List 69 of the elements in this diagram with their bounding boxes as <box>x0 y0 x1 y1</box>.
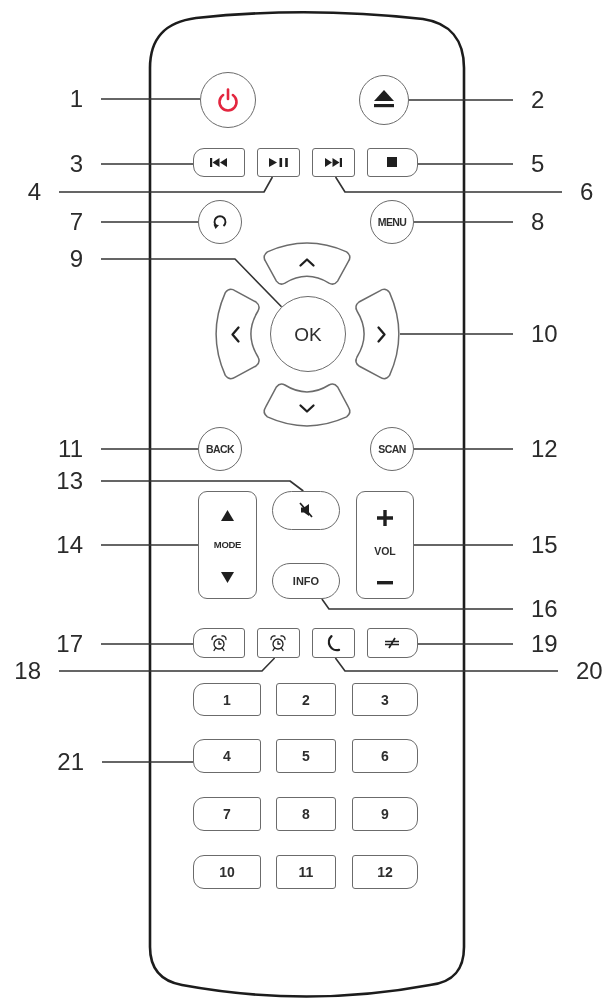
number-button: 12 <box>352 855 418 889</box>
mode-button: MODE <box>198 491 257 599</box>
leader-line <box>100 480 305 492</box>
leader-line <box>413 221 514 223</box>
callout-number: 18 <box>14 659 41 683</box>
callout-number: 7 <box>69 210 83 234</box>
number-button: 8 <box>276 797 336 831</box>
next-track-button <box>312 148 355 177</box>
callout-number: 14 <box>56 533 83 557</box>
number-button: 10 <box>193 855 261 889</box>
info-button: INFO <box>272 563 340 599</box>
leader-line <box>100 98 201 100</box>
callout-number: 1 <box>69 87 83 111</box>
callout-number: 3 <box>69 152 83 176</box>
play-pause-button <box>257 148 300 177</box>
leader-line <box>321 598 514 610</box>
leader-line <box>408 99 514 101</box>
leader-line <box>417 163 514 165</box>
callout-number: 10 <box>531 322 558 346</box>
callout-number: 17 <box>56 632 83 656</box>
leader-line <box>58 657 276 672</box>
previous-track-button <box>193 148 245 177</box>
leader-line <box>100 544 199 546</box>
number-button: 11 <box>276 855 336 889</box>
leader-line <box>334 176 563 193</box>
number-button: 3 <box>352 683 418 716</box>
leader-line <box>334 657 559 672</box>
leader-line <box>100 221 199 223</box>
callout-number: 5 <box>531 152 545 176</box>
left-button <box>215 287 260 381</box>
callout-number: 13 <box>56 469 83 493</box>
callout-number: 20 <box>576 659 603 683</box>
alarm-button <box>257 628 300 658</box>
callout-number: 4 <box>27 180 41 204</box>
callout-number: 8 <box>531 210 545 234</box>
leader-line <box>417 643 514 645</box>
up-button <box>262 242 352 285</box>
callout-number: 9 <box>69 247 83 271</box>
callout-number: 2 <box>531 88 545 112</box>
volume-button: VOL <box>356 491 414 599</box>
leader-line <box>58 176 274 193</box>
number-button: 4 <box>193 739 261 773</box>
leader-line <box>100 163 194 165</box>
callout-number: 16 <box>531 597 558 621</box>
leader-line <box>101 761 194 763</box>
leader-line <box>399 333 514 335</box>
number-button: 9 <box>352 797 418 831</box>
number-button: 1 <box>193 683 261 716</box>
callout-number: 6 <box>580 180 594 204</box>
number-button: 2 <box>276 683 336 716</box>
number-button: 5 <box>276 739 336 773</box>
right-button <box>355 287 400 381</box>
callout-number: 19 <box>531 632 558 656</box>
function-button <box>367 628 418 658</box>
leader-line <box>100 258 283 308</box>
callout-number: 11 <box>58 437 83 461</box>
leader-line <box>100 448 199 450</box>
number-button: 6 <box>352 739 418 773</box>
leader-line <box>413 544 514 546</box>
callout-number: 21 <box>57 750 84 774</box>
alarm-button <box>193 628 245 658</box>
stop-button <box>367 148 418 177</box>
callout-number: 12 <box>531 437 558 461</box>
leader-line <box>100 643 194 645</box>
down-button <box>262 383 352 427</box>
number-button: 7 <box>193 797 261 831</box>
callout-number: 15 <box>531 533 558 557</box>
sleep-button <box>312 628 355 658</box>
leader-line <box>413 448 514 450</box>
